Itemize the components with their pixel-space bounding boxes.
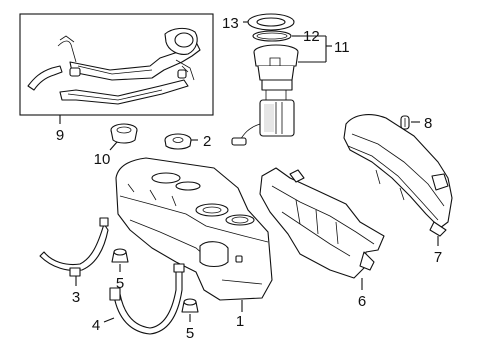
callout-4: 4	[92, 317, 100, 334]
callout-11: 11	[334, 39, 350, 56]
nut-lower-part	[181, 298, 199, 322]
callout-3: 3	[72, 289, 80, 306]
nut-upper-part	[111, 248, 129, 272]
filler-pipe-inset	[19, 13, 214, 124]
callout-5-lower: 5	[186, 325, 194, 342]
callout-2: 2	[203, 133, 211, 150]
strap-left-part	[39, 217, 109, 286]
fuel-pump-module-part	[231, 44, 299, 146]
heat-shield-front-part	[259, 167, 385, 290]
clip-part	[400, 115, 420, 130]
callout-8: 8	[424, 115, 432, 132]
seal-part	[252, 30, 300, 42]
filler-pipe-drawing	[27, 27, 201, 105]
fuel-tank-part	[115, 157, 273, 301]
callout-13: 13	[222, 15, 239, 32]
grommet-part	[109, 123, 138, 151]
callout-9: 9	[56, 127, 64, 144]
heat-shield-rear-part	[343, 114, 453, 246]
strap-nut-part	[164, 133, 198, 150]
callout-6: 6	[358, 293, 366, 310]
callout-10: 10	[94, 151, 111, 168]
strap-right-part	[103, 263, 185, 335]
callout-7: 7	[434, 249, 442, 266]
callout-12: 12	[303, 28, 320, 45]
callout-1: 1	[236, 313, 244, 330]
callout-5-upper: 5	[116, 275, 124, 292]
lock-ring-part	[243, 13, 295, 31]
